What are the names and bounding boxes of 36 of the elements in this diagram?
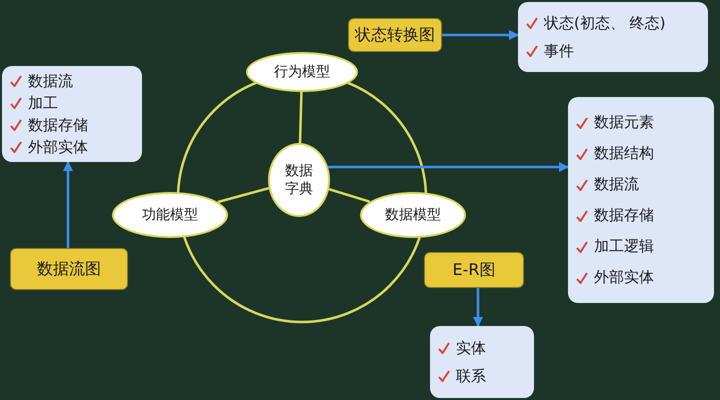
item-list-panel [568,97,714,303]
list-item: 事件 [544,41,574,62]
connector-line [328,188,370,203]
list-item: 数据流 [28,71,73,92]
box-label: 状态转换图 [355,24,435,46]
item-list-panel [2,66,142,162]
list-item: 数据结构 [594,143,654,164]
list-item: 数据存储 [594,205,654,226]
diagram-type-box [348,18,442,52]
box-label: E-R图 [452,260,496,280]
item-list-panel [430,326,534,398]
box-label: 数据流图 [37,258,101,280]
list-item: 外部实体 [28,137,88,158]
list-item: 加工逻辑 [594,236,654,257]
diagram-type-box [424,252,524,288]
list-item: 联系 [456,366,486,387]
arrow [473,288,483,327]
list-item: 数据流 [594,174,639,195]
model-label: 数据模型 [385,206,441,224]
connector-line [218,187,270,204]
connector-line [298,92,303,144]
model-label: 行为模型 [274,63,330,81]
list-item: 实体 [456,338,486,359]
list-item: 状态(初态、 终态) [544,13,666,34]
model-label: 数据字典 [284,162,314,198]
model-ellipse [246,52,358,92]
list-item: 数据元素 [594,112,654,133]
list-item: 外部实体 [594,267,654,288]
arrow [63,161,73,248]
arrow [328,162,569,172]
item-list-panel [518,2,708,72]
diagram-type-box [10,248,128,290]
list-item: 数据存储 [28,115,88,136]
model-label: 功能模型 [142,206,198,224]
arrow [442,30,519,40]
list-item: 加工 [28,93,58,114]
